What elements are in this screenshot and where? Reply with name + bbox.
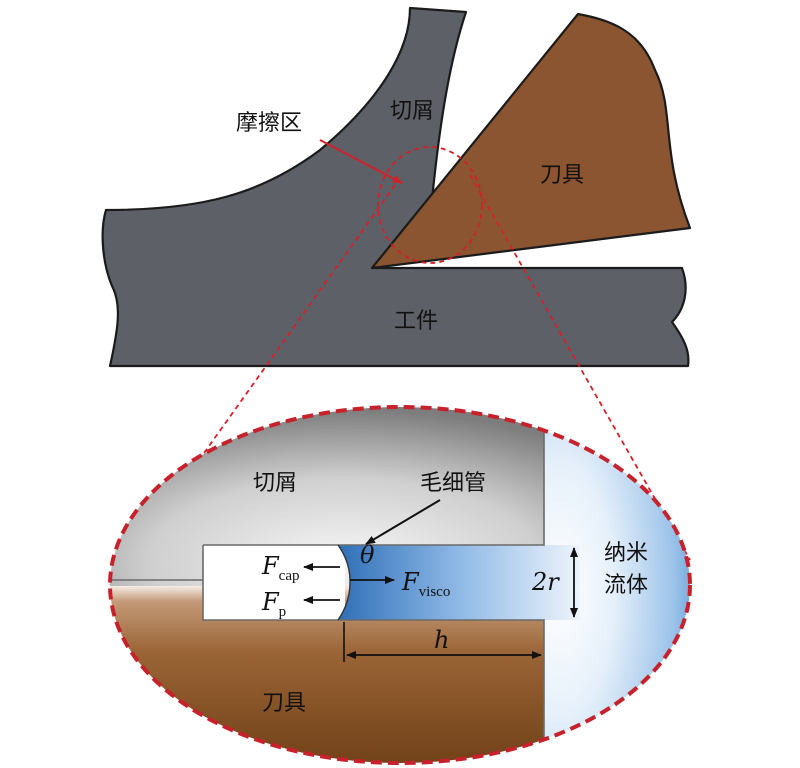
cutting-tool [370, 12, 692, 270]
tool-boundary-lines [202, 545, 545, 763]
radius-label: 2r [531, 568, 560, 596]
detail-ellipse-border [108, 405, 692, 765]
detail-chip-label: 切屑 [253, 471, 297, 496]
top-chip-label: 切屑 [390, 99, 434, 124]
capillary-label: 毛细管 [420, 471, 486, 496]
f-p-label: Fp [261, 588, 286, 620]
f-cap-label: Fcap [261, 552, 299, 584]
chip-boundary-lines [110, 407, 545, 581]
capillary-fluid-part [338, 545, 580, 620]
zoom-line-right [469, 174, 691, 561]
top-workpiece-label: 工件 [394, 309, 438, 334]
friction-zone-arrow [319, 139, 403, 184]
top-tool-label: 刀具 [540, 163, 584, 188]
theta-symbol: θ [360, 541, 375, 569]
capillary-empty-part [203, 545, 345, 620]
meniscus-curve [337, 544, 351, 621]
nanofluid-label-line2: 流体 [604, 573, 648, 598]
friction-zone-outline [377, 146, 483, 264]
f-visco-label: Fvisco [401, 568, 450, 600]
nanofluid-label-line1: 纳米 [604, 541, 648, 566]
detail-tool-label: 刀具 [262, 691, 306, 716]
friction-zone-label: 摩擦区 [236, 111, 302, 136]
length-label: h [434, 626, 449, 654]
capillary-arrow [365, 499, 441, 545]
